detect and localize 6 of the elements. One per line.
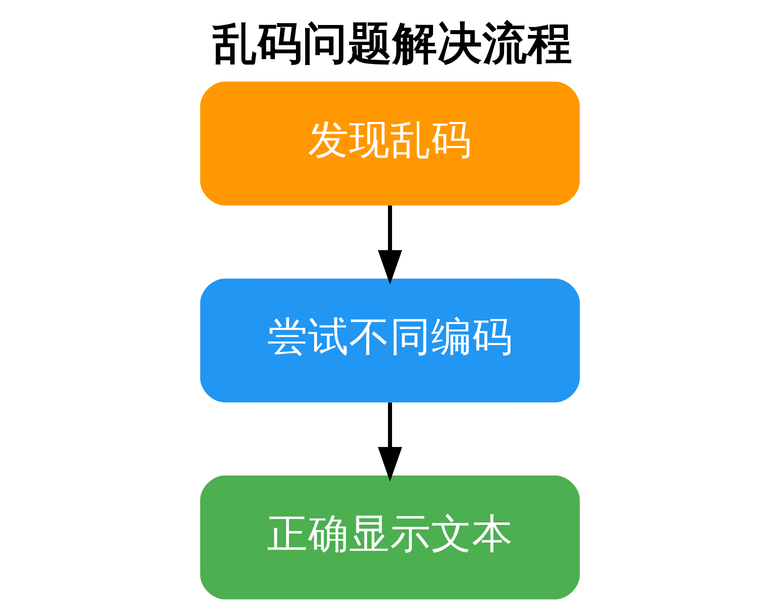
arrow xyxy=(378,402,402,482)
node-box: 发现乱码 xyxy=(200,82,580,206)
diagram-title: 乱码问题解决流程 xyxy=(212,17,572,70)
node-box: 正确显示文本 xyxy=(200,475,580,600)
arrow xyxy=(378,206,402,285)
node-box: 尝试不同编码 xyxy=(200,278,580,402)
